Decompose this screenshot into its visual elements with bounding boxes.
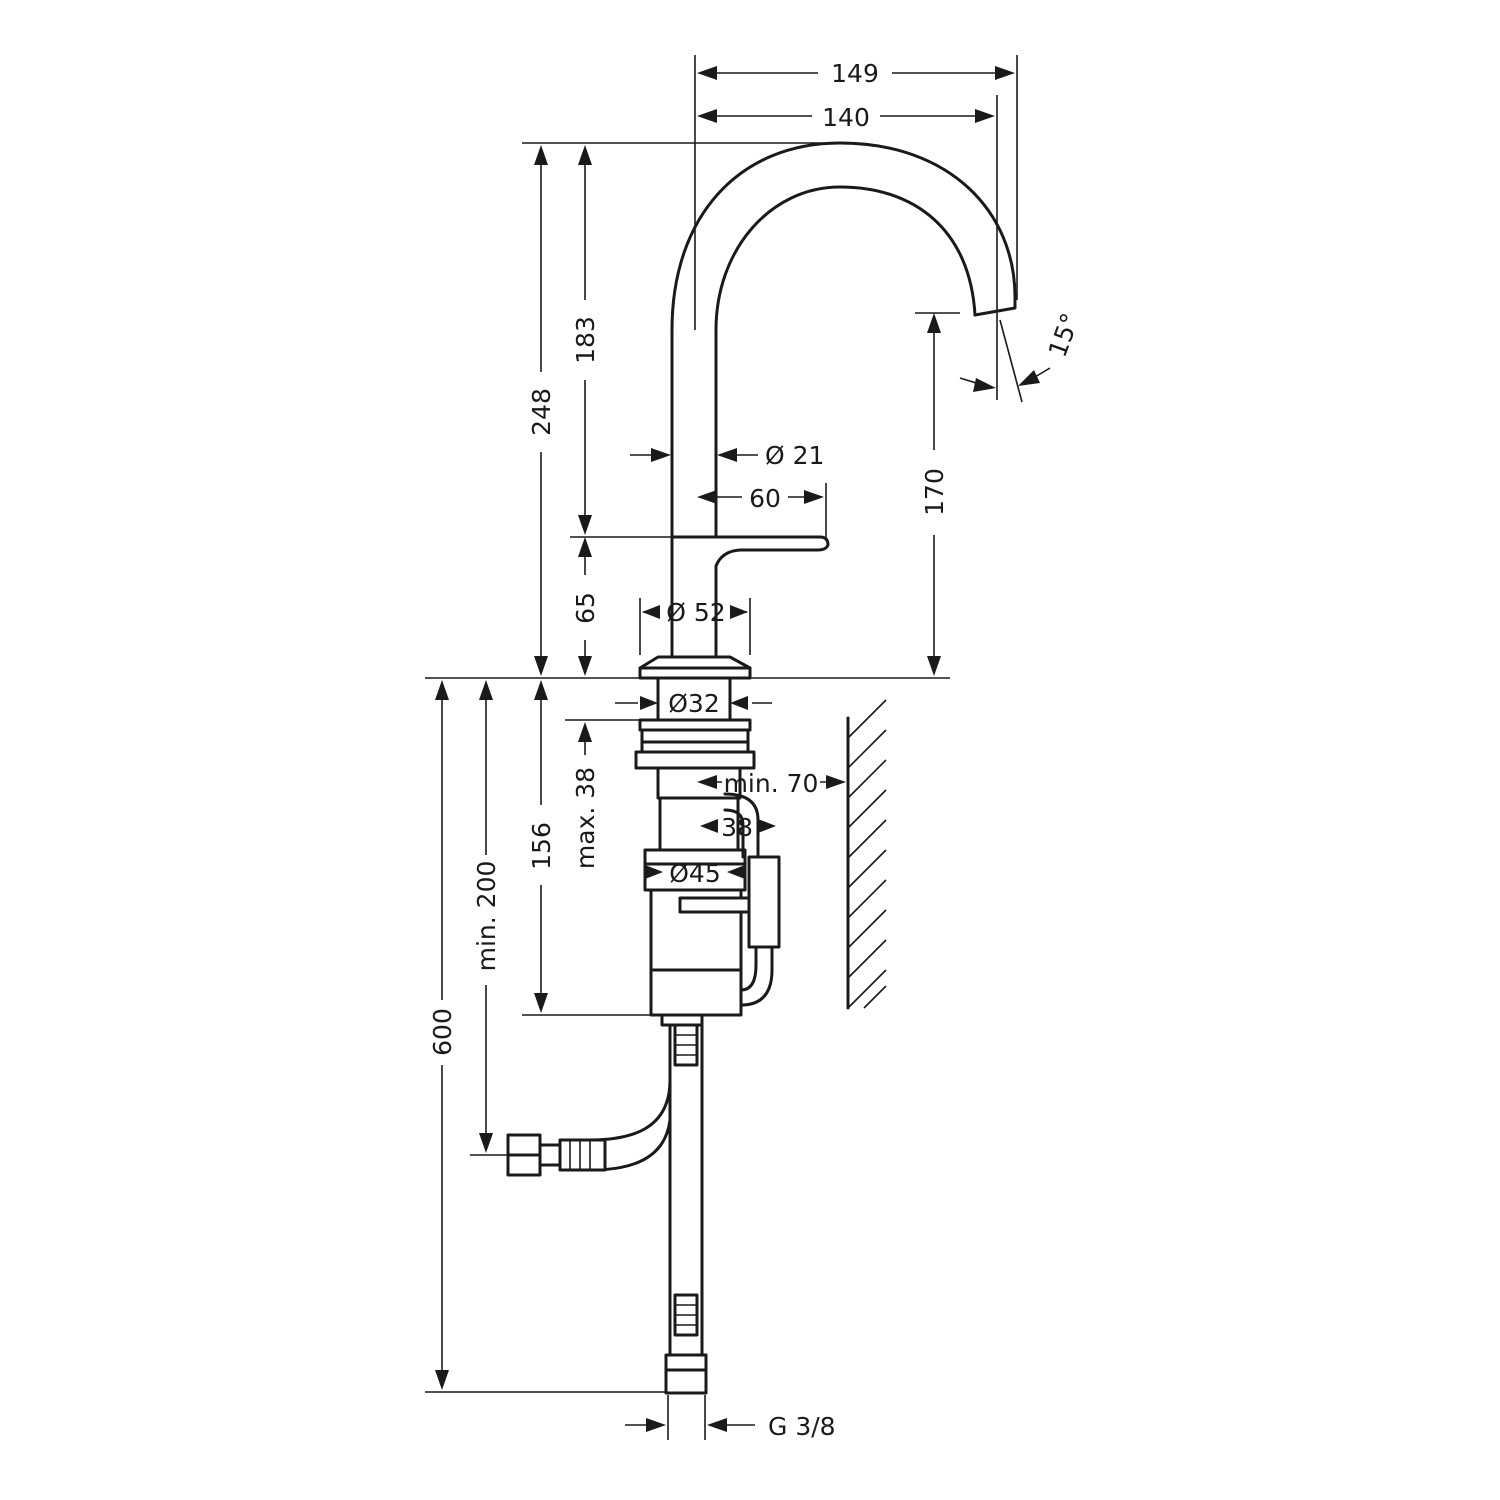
- faucet-base-body: [670, 535, 718, 657]
- dim-170: 170: [915, 312, 960, 676]
- dim-15-degrees: 15°: [959, 309, 1085, 403]
- dim-diameter-52: Ø 52: [639, 598, 751, 655]
- wall-hatching: [846, 699, 887, 1010]
- dim-600: 600: [425, 680, 666, 1393]
- mounting-shank: [634, 676, 756, 852]
- dim-38-label: 38: [721, 813, 753, 842]
- dim-38: 38: [700, 813, 776, 842]
- dim-140: 140: [697, 95, 998, 400]
- dim-min-70: min. 70: [697, 769, 846, 798]
- dim-65: 65: [571, 537, 600, 676]
- dim-min-70-label: min. 70: [724, 769, 819, 798]
- dim-183: 183: [571, 145, 600, 535]
- dim-600-label: 600: [428, 1008, 457, 1056]
- dim-diameter-45-label: Ø45: [669, 859, 721, 888]
- dim-diameter-45: Ø45: [645, 859, 745, 888]
- dim-156-label: 156: [527, 822, 556, 870]
- faucet-base-plate: [638, 655, 752, 680]
- mixer-cartridge: [643, 848, 767, 1027]
- supply-hose-curved: [506, 1078, 672, 1177]
- dim-170-label: 170: [920, 468, 949, 516]
- dim-max-38-label: max. 38: [571, 767, 600, 869]
- dim-156: 156: [527, 680, 556, 1013]
- dim-140-label: 140: [822, 103, 870, 132]
- faucet-lever-handle: [670, 535, 830, 568]
- dim-248-label: 248: [527, 388, 556, 436]
- dim-diameter-32: Ø32: [615, 689, 772, 718]
- supply-hose-vertical: [664, 1023, 708, 1395]
- dim-diameter-21-label: Ø 21: [765, 441, 824, 470]
- dim-60-label: 60: [749, 484, 781, 513]
- dim-thread-g38: G 3/8: [625, 1395, 836, 1441]
- dim-183-label: 183: [571, 316, 600, 364]
- dim-149-label: 149: [831, 59, 879, 88]
- dim-diameter-52-label: Ø 52: [666, 598, 725, 627]
- dim-max-38: max. 38: [565, 719, 640, 869]
- dim-15-label: 15°: [1043, 309, 1085, 361]
- dim-149: 149: [694, 55, 1018, 330]
- dim-min-200: min. 200: [470, 680, 508, 1156]
- dim-thread-label: G 3/8: [768, 1412, 836, 1441]
- dim-diameter-21: Ø 21: [630, 441, 824, 470]
- dim-60: 60: [697, 483, 827, 540]
- dim-248: 248: [527, 145, 556, 676]
- dim-65-label: 65: [571, 592, 600, 624]
- dim-diameter-32-label: Ø32: [668, 689, 720, 718]
- side-connection-hose: [723, 792, 781, 1007]
- dim-min-200-label: min. 200: [472, 861, 501, 972]
- faucet-spout: [670, 141, 1017, 539]
